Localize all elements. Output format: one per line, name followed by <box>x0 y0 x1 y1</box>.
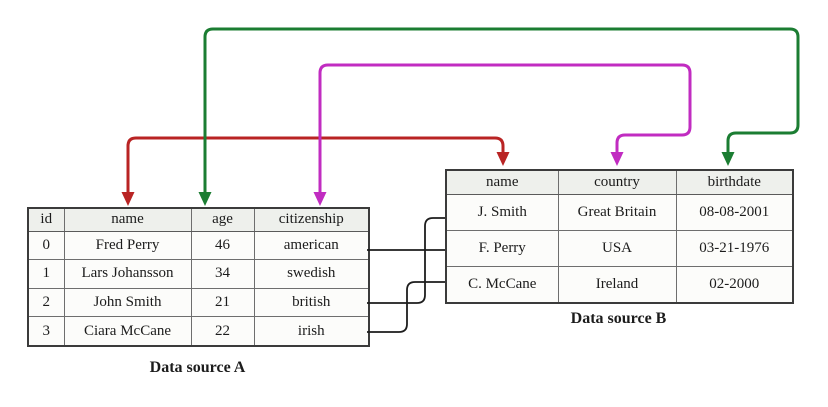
table-a-cell: 1 <box>27 259 65 289</box>
arrowhead-icon <box>496 152 510 166</box>
table-b-cell: J. Smith <box>445 193 559 231</box>
table-a-cell: 46 <box>190 230 255 261</box>
table-b-cell: C. McCane <box>445 265 559 304</box>
table-a-caption: Data source A <box>149 359 246 376</box>
table-row: 1 Lars Johansson 34 swedish <box>27 259 370 289</box>
table-a-cell: Ciara McCane <box>63 316 192 347</box>
table-b-cell: 03-21-1976 <box>675 229 794 267</box>
table-b-caption: Data source B <box>570 310 667 327</box>
table-row: 0 Fred Perry 46 american <box>27 230 370 261</box>
table-b-header-birthdate: birthdate <box>675 169 794 195</box>
table-b-header-row: name country birthdate <box>445 169 794 195</box>
arrowhead-icon <box>610 152 624 166</box>
table-a-cell: irish <box>253 316 370 347</box>
arrowhead-icon <box>198 192 212 206</box>
table-a-cell: 22 <box>190 316 255 347</box>
table-data-source-a: id name age citizenship 0 Fred Perry 46 … <box>27 207 370 347</box>
table-a-header-age: age <box>190 207 255 232</box>
table-b-header-country: country <box>557 169 677 195</box>
table-a-cell: american <box>253 230 370 261</box>
table-a-header-id: id <box>27 207 65 232</box>
table-a-cell: 2 <box>27 287 65 318</box>
table-row: 3 Ciara McCane 22 irish <box>27 316 370 347</box>
table-a-cell: Fred Perry <box>63 230 192 261</box>
table-a-cell: 3 <box>27 316 65 347</box>
table-row: J. Smith Great Britain 08-08-2001 <box>445 193 794 231</box>
table-b-cell: Great Britain <box>557 193 677 231</box>
arrowhead-icon <box>121 192 135 206</box>
row-connector-john-smith <box>367 217 445 304</box>
table-a-cell: british <box>253 287 370 318</box>
table-a-cell: 0 <box>27 230 65 261</box>
table-row: C. McCane Ireland 02-2000 <box>445 265 794 304</box>
table-b-cell: USA <box>557 229 677 267</box>
table-a-cell: swedish <box>253 259 370 289</box>
arrowhead-icon <box>313 192 327 206</box>
table-row: 2 John Smith 21 british <box>27 287 370 318</box>
row-connector-ciara-mccane <box>367 281 445 333</box>
table-b-cell: Ireland <box>557 265 677 304</box>
table-a-header-name: name <box>63 207 192 232</box>
arrowhead-icon <box>721 152 735 166</box>
table-data-source-b: name country birthdate J. Smith Great Br… <box>445 169 794 304</box>
table-b-cell: 08-08-2001 <box>675 193 794 231</box>
table-a-header-citizenship: citizenship <box>253 207 370 232</box>
table-a-header-row: id name age citizenship <box>27 207 370 232</box>
table-b-cell: F. Perry <box>445 229 559 267</box>
table-b-cell: 02-2000 <box>675 265 794 304</box>
table-a-cell: 21 <box>190 287 255 318</box>
table-row: F. Perry USA 03-21-1976 <box>445 229 794 267</box>
row-connectors <box>367 217 445 333</box>
table-b-header-name: name <box>445 169 559 195</box>
table-a-cell: 34 <box>190 259 255 289</box>
table-a-cell: Lars Johansson <box>63 259 192 289</box>
table-a-cell: John Smith <box>63 287 192 318</box>
